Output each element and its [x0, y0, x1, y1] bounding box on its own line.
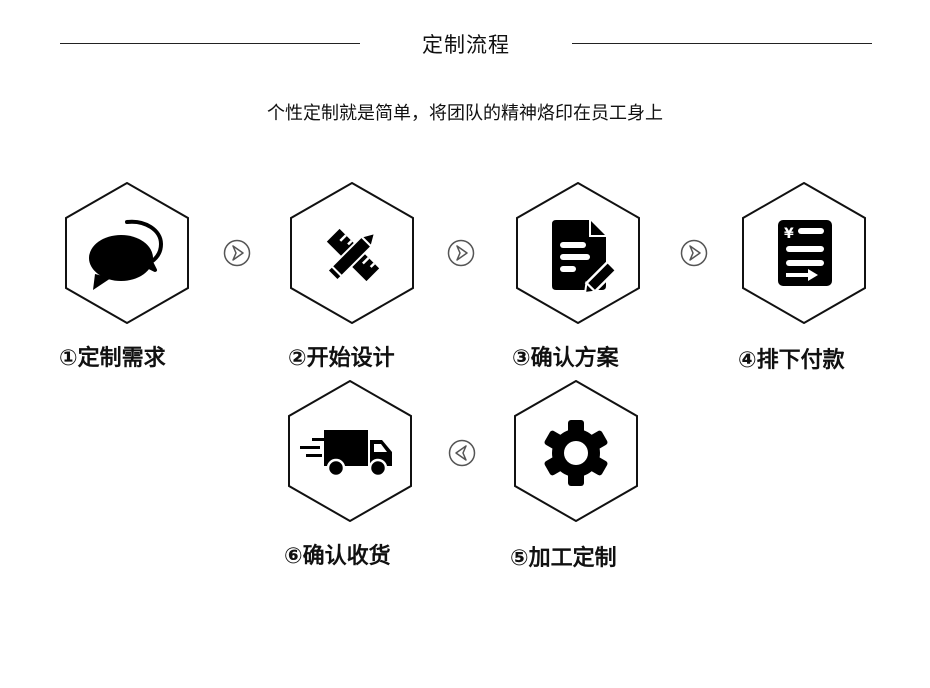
arrow-right-icon	[223, 239, 251, 267]
payment-list-icon: ¥	[778, 220, 832, 290]
step-label: ④排下付款	[738, 348, 845, 373]
step-label: ⑥确认收货	[284, 544, 391, 569]
header-rule-left	[60, 43, 360, 44]
arrow-right-icon	[447, 239, 475, 267]
arrow-right-icon	[680, 239, 708, 267]
gear-icon	[541, 418, 611, 492]
step-label: ③确认方案	[512, 346, 619, 371]
page-title: 定制流程	[422, 33, 510, 57]
step-label: ②开始设计	[288, 346, 395, 371]
svg-text:¥: ¥	[784, 226, 794, 242]
chat-bubbles-icon	[87, 216, 167, 296]
step-label: ①定制需求	[59, 346, 166, 371]
delivery-truck-icon	[298, 428, 398, 482]
step-label: ⑤加工定制	[510, 546, 617, 571]
pencil-ruler-icon	[320, 220, 386, 294]
arrow-left-icon	[448, 439, 476, 467]
document-edit-icon	[550, 220, 620, 296]
page-subtitle: 个性定制就是简单，将团队的精神烙印在员工身上	[267, 103, 663, 124]
header-rule-right	[572, 43, 872, 44]
